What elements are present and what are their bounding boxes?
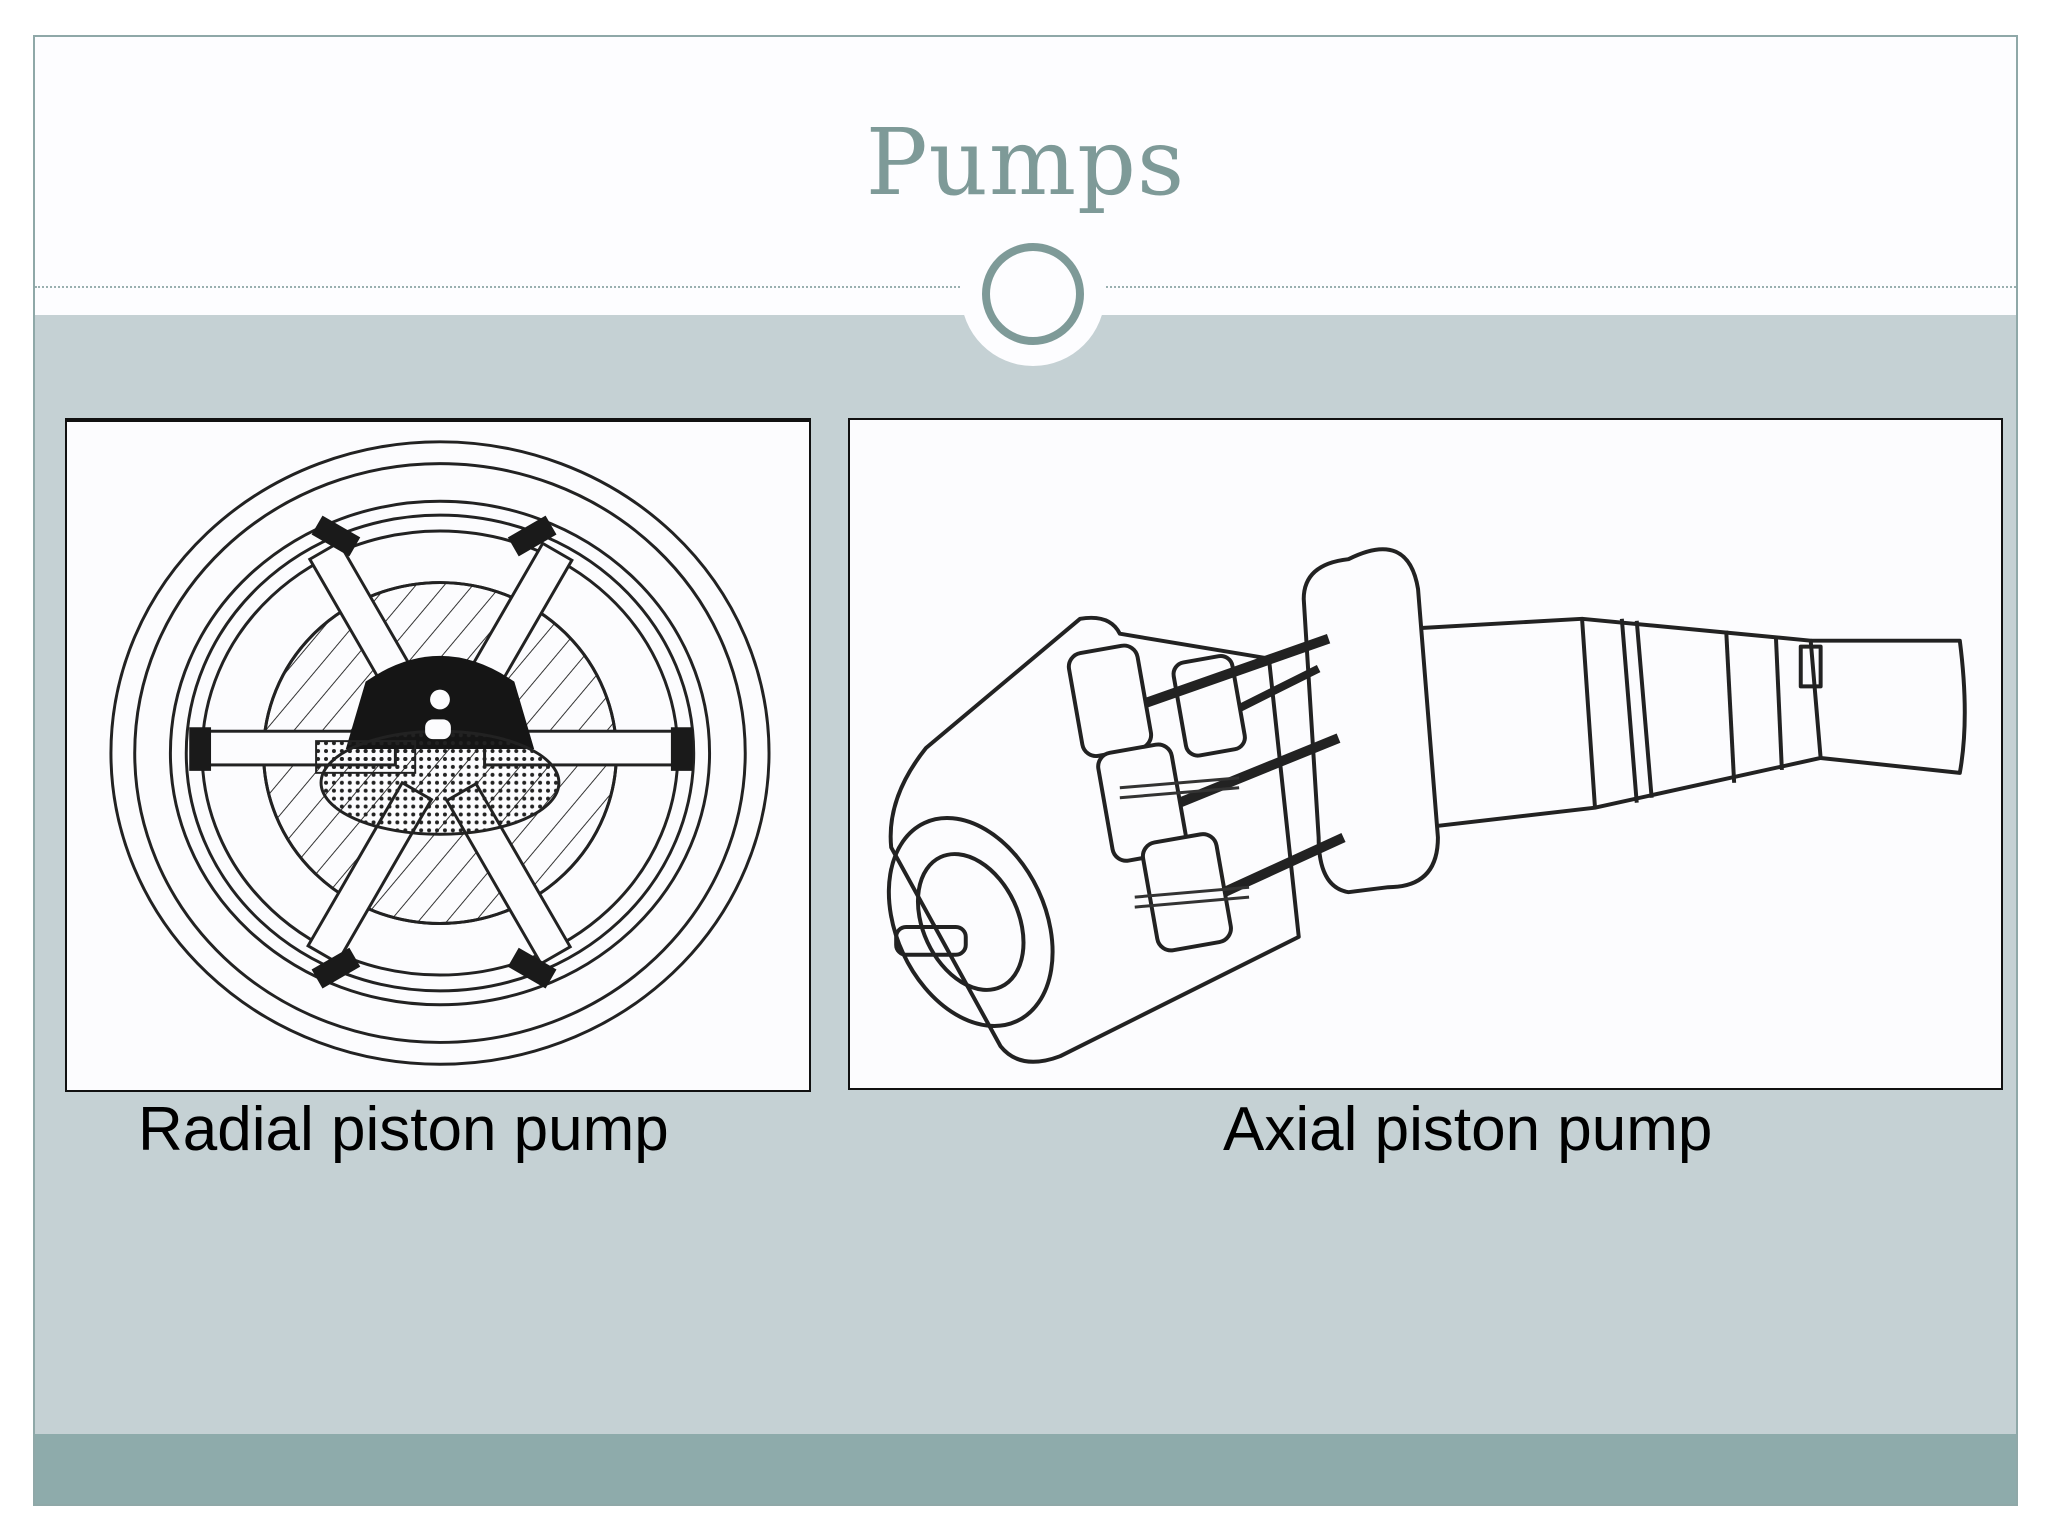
axial-piston-pump-caption: Axial piston pump bbox=[1223, 1095, 1713, 1164]
radial-piston-pump-figure bbox=[65, 418, 811, 1092]
footer-band bbox=[35, 1434, 2016, 1504]
radial-piston-pump-drawing bbox=[109, 440, 771, 1066]
ornament-ring bbox=[982, 243, 1084, 345]
page-title: Pumps bbox=[865, 109, 1186, 216]
circle-ornament-icon bbox=[961, 222, 1105, 366]
axial-piston-pump-figure bbox=[848, 418, 2003, 1090]
radial-piston-pump-caption: Radial piston pump bbox=[138, 1095, 669, 1164]
axial-piston-pump-drawing bbox=[886, 547, 1967, 1064]
slide: Pumps bbox=[33, 35, 2018, 1506]
